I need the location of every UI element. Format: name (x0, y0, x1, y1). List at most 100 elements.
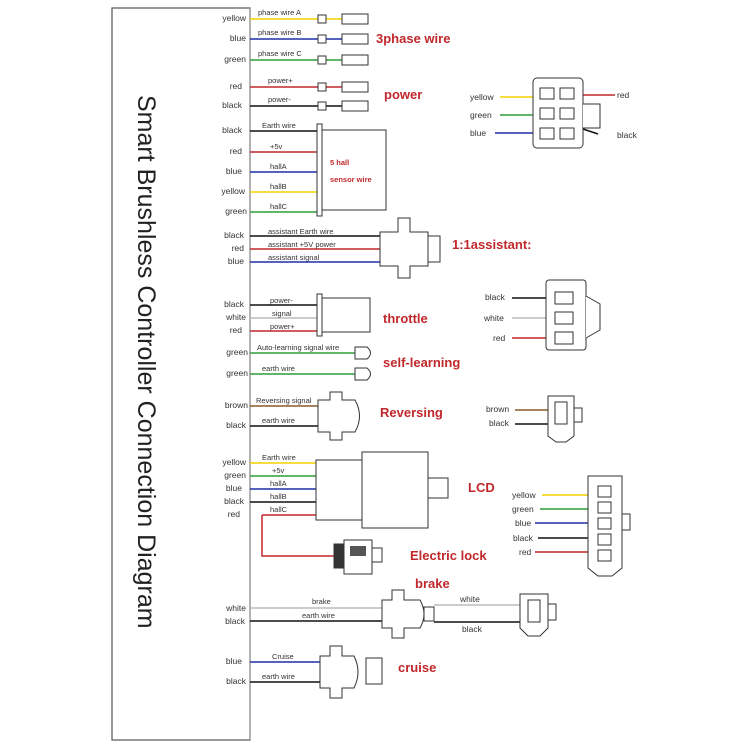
lcd-hall-a-color-label: blue (226, 483, 242, 493)
power-plug-drawing: yellow green blue red black (470, 77, 638, 149)
hall-c-color-label: green (225, 206, 247, 216)
cruise-earth-color-label: black (226, 676, 247, 686)
self-learning-connector-2 (354, 367, 371, 381)
throttle-plug-pin-1 (554, 291, 574, 305)
power-plus-sleeve (317, 82, 327, 92)
lcd-connector-right (361, 451, 429, 529)
lcd-plug-green-label: green (512, 504, 534, 514)
plug-pin-5 (539, 127, 555, 140)
plug-pin-3 (539, 107, 555, 120)
power-minus-sleeve (317, 101, 327, 111)
phase-wire-b-color-label: blue (230, 33, 246, 43)
phase-a-sleeve (317, 14, 327, 24)
throttle-plug-latch (585, 295, 601, 339)
assistant-section-label: 1:1assistant: (452, 237, 531, 252)
power-minus-connector (341, 100, 369, 112)
electric-lock-group: Electric lock (333, 539, 487, 575)
phase-wire-c-label: phase wire C (258, 49, 302, 58)
plug-black-label: black (617, 130, 638, 140)
phase-wire-b-label: phase wire B (258, 28, 301, 37)
self-learning-signal-color-label: green (226, 347, 248, 357)
lcd-hall-c-label: hallC (270, 505, 288, 514)
throttle-minus-label: power- (270, 296, 293, 305)
hall-box-label-2: sensor wire (330, 175, 372, 184)
lcd-plug-drawing: yellow green blue black red (512, 475, 631, 577)
cruise-connector-cap (365, 657, 383, 685)
self-learning-earth-label: earth wire (262, 364, 295, 373)
hall-c-label: hallC (270, 202, 288, 211)
lcd-group: yellow green blue black red Earth wire +… (222, 451, 631, 577)
electric-lock-section-label: Electric lock (410, 548, 487, 563)
phase-wire-a-label: phase wire A (258, 8, 301, 17)
throttle-plug-drawing: black white red (483, 279, 601, 351)
power-section-label: power (384, 87, 422, 102)
lcd-hall-b-label: hallB (270, 492, 287, 501)
phase-b-connector (341, 33, 369, 45)
cruise-signal-label: Cruise (272, 652, 294, 661)
phase-c-sleeve (317, 55, 327, 65)
lock-connector-body (343, 539, 373, 575)
brake-group: brake white black brake earth wire white… (225, 576, 557, 639)
assistant-power-label: assistant +5V power (268, 240, 336, 249)
brake-extension-white-label: white (459, 594, 480, 604)
assistant-group: black red blue assistant Earth wire assi… (224, 217, 531, 279)
phase-c-connector (341, 54, 369, 66)
cruise-signal-color-label: blue (226, 656, 242, 666)
lcd-hall-a-label: hallA (270, 479, 287, 488)
diagram-title: Smart Brushless Controller Connection Di… (132, 95, 160, 629)
throttle-plug-pin-3 (554, 331, 574, 345)
brake-extension-black-label: black (462, 624, 483, 634)
reversing-signal-color-label: brown (225, 400, 248, 410)
brake-signal-color-label: white (225, 603, 246, 613)
reversing-earth-color-label: black (226, 420, 247, 430)
throttle-group: black white red power- signal power+ thr… (224, 279, 601, 351)
power-plus-label: power+ (268, 76, 293, 85)
reversing-plug-brown-label: brown (486, 404, 509, 414)
brake-plug-pin (527, 599, 541, 623)
lcd-plug-pin-5 (597, 549, 612, 562)
throttle-minus-color-label: black (224, 299, 245, 309)
hall-earth-color-label: black (222, 125, 243, 135)
throttle-plug-black-label: black (485, 292, 506, 302)
brake-earth-label: earth wire (302, 611, 335, 620)
lcd-plug-pin-2 (597, 501, 612, 514)
throttle-signal-label: signal (272, 309, 292, 318)
reversing-plug-pin (554, 401, 568, 425)
power-minus-color-label: black (222, 100, 243, 110)
plug-pin-6 (559, 127, 575, 140)
throttle-plug-red-label: red (493, 333, 506, 343)
hall-connector-rail (316, 123, 323, 217)
lcd-plug-blue-label: blue (515, 518, 531, 528)
power-plus-color-label: red (230, 81, 243, 91)
brake-connector-nose (423, 606, 435, 622)
phase-wire-section-label: 3phase wire (376, 31, 450, 46)
lock-connector-cap (333, 543, 345, 569)
lcd-5v-color-label: green (224, 470, 246, 480)
reversing-group: brown black Reversing signal earth wire … (225, 391, 583, 443)
throttle-plus-color-label: red (230, 325, 243, 335)
power-plus-connector (341, 81, 369, 93)
self-learning-section-label: self-learning (383, 355, 460, 370)
plug-pin-4 (559, 107, 575, 120)
assistant-signal-label: assistant signal (268, 253, 320, 262)
cruise-section-label: cruise (398, 660, 436, 675)
throttle-plug-white-label: white (483, 313, 504, 323)
hall-connector-body (321, 129, 387, 211)
cruise-group: blue black Cruise earth wire cruise (226, 645, 436, 699)
plug-blue-label: blue (470, 128, 486, 138)
hall-5v-label: +5v (270, 142, 283, 151)
lcd-plug-yellow-label: yellow (512, 490, 536, 500)
assistant-signal-color-label: blue (228, 256, 244, 266)
controller-body (111, 7, 251, 741)
power-group: red black power+ power- power yellow gre… (222, 76, 638, 149)
lcd-hall-b-color-label: black (224, 496, 245, 506)
brake-section-label: brake (415, 576, 450, 591)
plug-red-label: red (617, 90, 630, 100)
self-learning-signal-label: Auto-learning signal wire (257, 343, 339, 352)
hall-5v-color-label: red (230, 146, 243, 156)
lcd-hall-c-color-label: red (228, 509, 241, 519)
cruise-connector (319, 645, 359, 699)
hall-b-color-label: yellow (221, 186, 245, 196)
brake-earth-color-label: black (225, 616, 246, 626)
